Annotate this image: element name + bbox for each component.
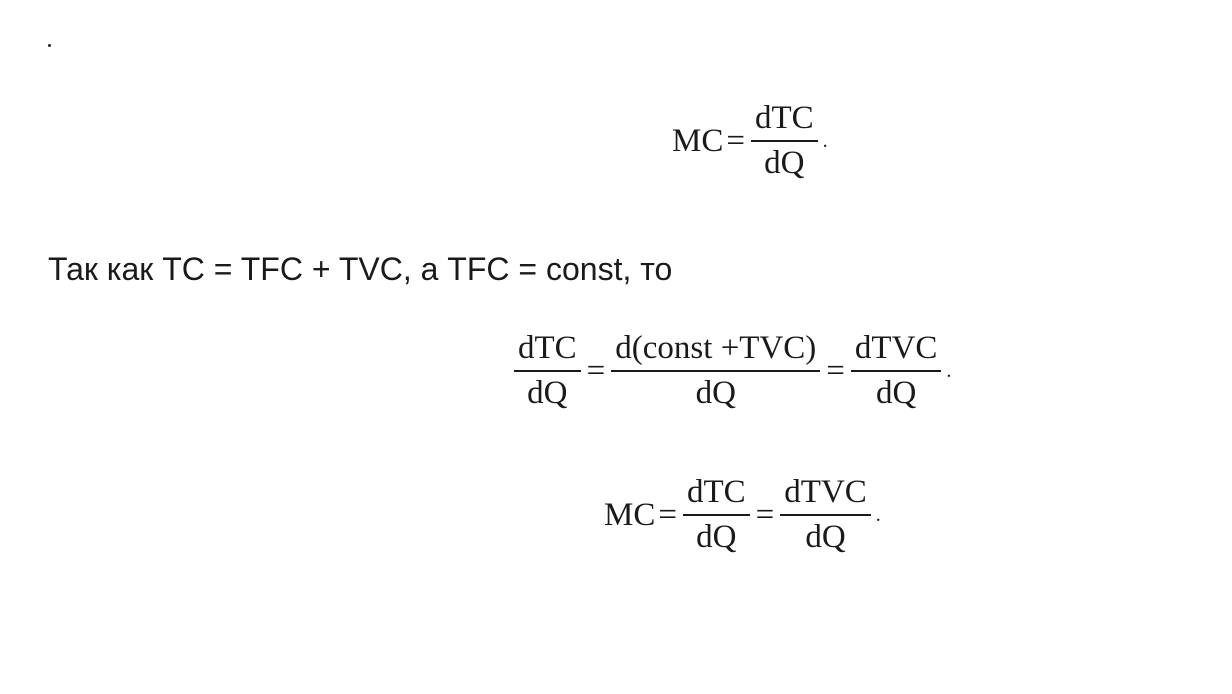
explanation-text: Так как TC = TFC + TVC, а TFC = const, т…: [48, 251, 673, 287]
numerator: dTVC: [850, 332, 942, 372]
numerator: dTC: [514, 332, 581, 372]
numerator: d(const +TVC): [611, 332, 821, 372]
denominator: dQ: [876, 375, 917, 411]
mc-symbol: MC: [672, 122, 724, 159]
denominator: dQ: [695, 375, 736, 411]
fraction-dconst-tvc-dq: d(const +TVC) dQ: [611, 332, 821, 411]
equals-sign: =: [826, 352, 845, 389]
mc-symbol: MC: [604, 496, 656, 533]
numerator: dTC: [682, 476, 750, 516]
equals-sign: =: [658, 496, 677, 533]
fraction-dtvc-dq: dTVC dQ: [780, 476, 871, 554]
formula-mc-definition: MC = dTC dQ .: [672, 102, 828, 180]
denominator: dQ: [527, 375, 568, 411]
formula-derivative-expansion: dTC dQ = d(const +TVC) dQ = dTVC dQ .: [510, 332, 951, 410]
fraction-dtvc-dq: dTVC dQ: [850, 332, 942, 411]
equals-sign: =: [755, 496, 775, 533]
period: .: [946, 360, 952, 382]
equals-sign: =: [586, 352, 606, 389]
numerator: dTC: [750, 102, 818, 142]
denominator: dQ: [805, 519, 846, 555]
formula-mc-result: MC = dTC dQ = dTVC dQ .: [604, 476, 881, 554]
fraction-dtc-dq: dTC dQ: [514, 332, 581, 410]
denominator: dQ: [696, 519, 737, 555]
period: .: [822, 130, 828, 152]
fraction-dtc-dq: dTC dQ: [682, 476, 750, 555]
denominator: dQ: [764, 145, 805, 181]
stray-dot: [48, 44, 51, 47]
numerator: dTVC: [780, 476, 871, 516]
fraction-dtc-dq: dTC dQ: [750, 102, 818, 181]
period: .: [875, 504, 881, 526]
equals-sign: =: [726, 122, 745, 159]
